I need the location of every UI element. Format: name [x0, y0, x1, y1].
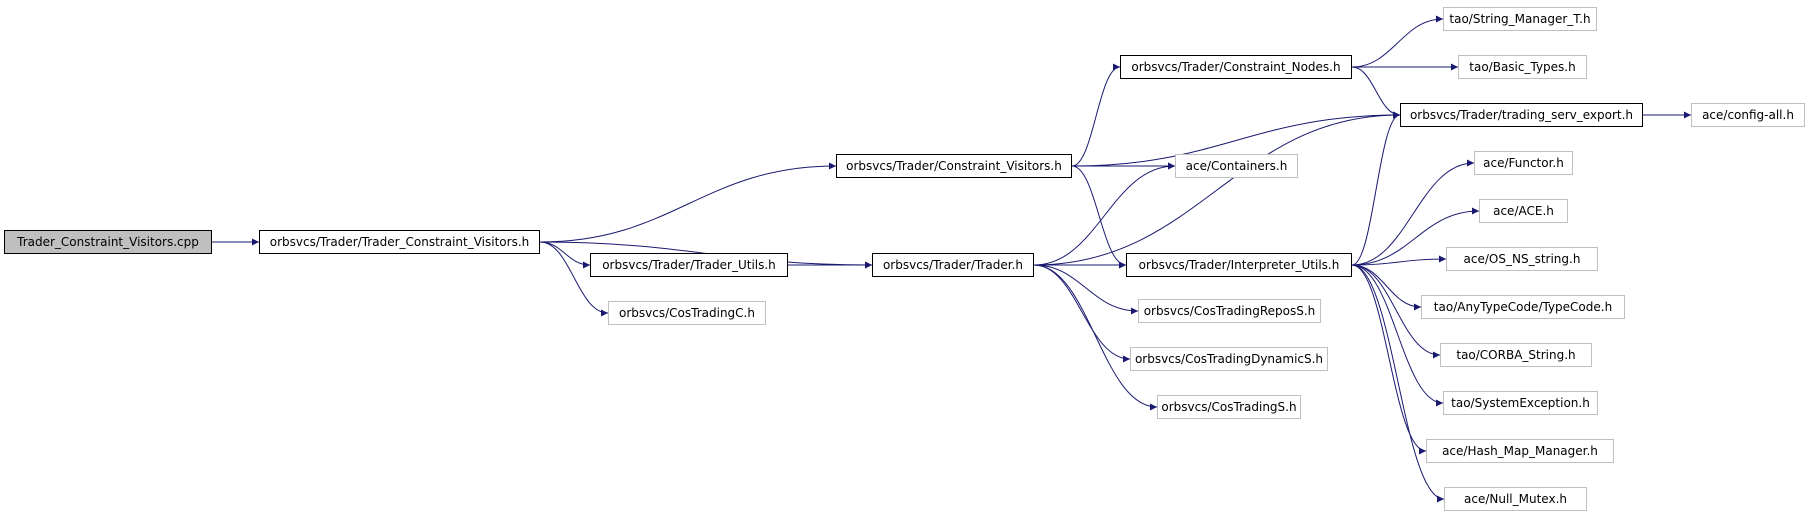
edge-n8-to-n22 — [1351, 264, 1427, 455]
node-trader-constraint-visitors-cpp[interactable]: Trader_Constraint_Visitors.cpp — [4, 230, 212, 254]
node-os-ns-string-h: ace/OS_NS_string.h — [1446, 247, 1598, 271]
edge-n1-to-n4 — [539, 241, 609, 317]
node-typecode-h: tao/AnyTypeCode/TypeCode.h — [1421, 295, 1625, 319]
node-containers-h: ace/Containers.h — [1175, 154, 1298, 178]
edge-n1-to-n2 — [539, 162, 837, 243]
node-systemexception-h: tao/SystemException.h — [1443, 391, 1598, 415]
node-basic-types-h: tao/Basic_Types.h — [1458, 55, 1587, 79]
edge-n6-to-n14 — [1351, 66, 1401, 119]
node-constraint-nodes-h[interactable]: orbsvcs/Trader/Constraint_Nodes.h — [1120, 55, 1352, 79]
node-config-all-h: ace/config-all.h — [1691, 103, 1805, 127]
node-costradingreposs-h: orbsvcs/CosTradingReposS.h — [1138, 299, 1321, 323]
edge-n8-to-n18 — [1351, 255, 1447, 266]
edge-n2-to-n6 — [1071, 63, 1121, 167]
edge-n8-to-n21 — [1351, 264, 1444, 407]
node-costradingc-h: orbsvcs/CosTradingC.h — [608, 301, 766, 325]
node-hash-map-manager-h: ace/Hash_Map_Manager.h — [1426, 439, 1614, 463]
node-constraint-visitors-h[interactable]: orbsvcs/Trader/Constraint_Visitors.h — [836, 154, 1072, 178]
edge-n8-to-n14 — [1351, 111, 1401, 266]
edge-n5-to-n7 — [1033, 162, 1176, 266]
node-corba-string-h: tao/CORBA_String.h — [1440, 343, 1592, 367]
node-trader-constraint-visitors-h[interactable]: orbsvcs/Trader/Trader_Constraint_Visitor… — [259, 230, 540, 254]
node-ace-h: ace/ACE.h — [1479, 199, 1568, 223]
edge-n5-to-n9 — [1033, 264, 1139, 315]
edge-n5-to-n10 — [1033, 264, 1131, 363]
edge-n2-to-n8 — [1071, 165, 1127, 269]
node-costradingdynamics-h: orbsvcs/CosTradingDynamicS.h — [1130, 347, 1328, 371]
node-trading-serv-export-h[interactable]: orbsvcs/Trader/trading_serv_export.h — [1400, 103, 1643, 127]
edge-n2-to-n14 — [1071, 111, 1401, 167]
edge-n8-to-n16 — [1351, 159, 1475, 266]
edge-n5-to-n11 — [1033, 264, 1158, 411]
edge-n8-to-n17 — [1351, 207, 1480, 266]
edge-n8-to-n23 — [1351, 264, 1445, 503]
node-string-manager-t-h: tao/String_Manager_T.h — [1443, 7, 1597, 31]
edge-n5-to-n14 — [1033, 111, 1401, 266]
edge-n8-to-n20 — [1351, 264, 1441, 359]
edge-n6-to-n12 — [1351, 15, 1444, 68]
node-trader-h[interactable]: orbsvcs/Trader/Trader.h — [872, 253, 1034, 277]
node-costradings-h: orbsvcs/CosTradingS.h — [1157, 395, 1301, 419]
node-interpreter-utils-h[interactable]: orbsvcs/Trader/Interpreter_Utils.h — [1126, 253, 1352, 277]
node-trader-utils-h[interactable]: orbsvcs/Trader/Trader_Utils.h — [590, 253, 788, 277]
node-functor-h: ace/Functor.h — [1474, 151, 1573, 175]
node-null-mutex-h: ace/Null_Mutex.h — [1444, 487, 1587, 511]
